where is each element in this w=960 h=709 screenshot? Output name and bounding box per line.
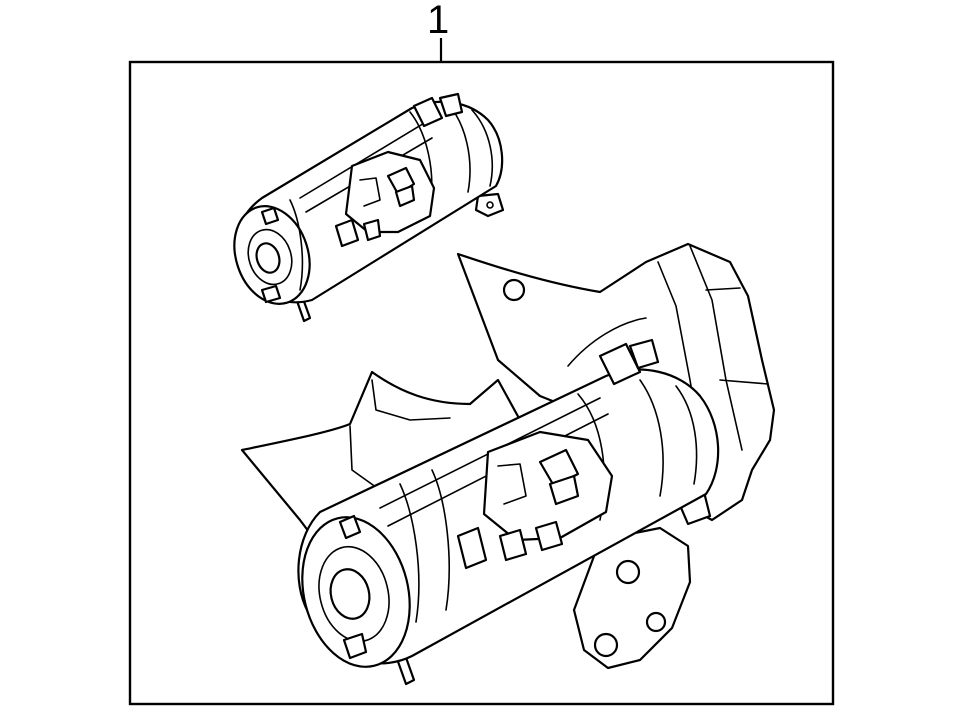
starter-motor-with-bracket-icon[interactable]: [240, 242, 776, 686]
diagram-frame: [128, 60, 835, 706]
callout-number-1[interactable]: 1: [427, 0, 449, 42]
starter-motor-icon[interactable]: [222, 92, 505, 323]
